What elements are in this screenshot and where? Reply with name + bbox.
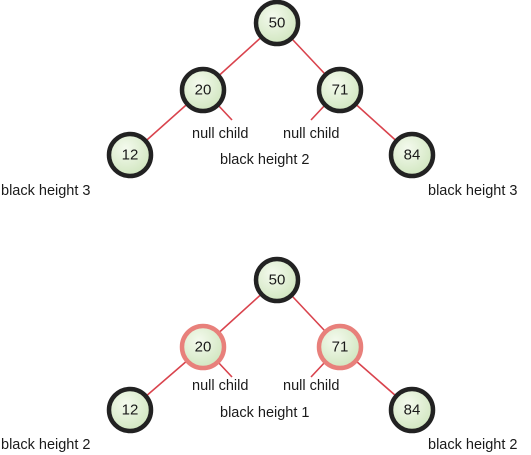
null-child-stub-left — [216, 360, 233, 378]
node-50: 50 — [253, 0, 301, 47]
bottom-tree: 50 20 71 12 84 null child null child bla… — [1, 256, 517, 453]
black-height-center-label: black height 2 — [220, 152, 309, 168]
node-label: 20 — [195, 339, 212, 356]
null-child-label-left: null child — [192, 126, 248, 142]
node-label: 50 — [269, 272, 286, 289]
node-50: 50 — [253, 256, 301, 304]
node-20: 20 — [179, 66, 227, 114]
null-child-label-right: null child — [283, 126, 339, 142]
node-20: 20 — [179, 323, 227, 371]
black-height-right-label: black height 2 — [428, 437, 517, 453]
node-label: 12 — [122, 402, 139, 419]
null-child-stub-left — [216, 103, 233, 121]
black-height-right-label: black height 3 — [428, 183, 517, 199]
top-tree: 50 20 71 12 84 null child null child bla… — [1, 0, 517, 199]
node-84: 84 — [388, 386, 436, 434]
node-84: 84 — [388, 131, 436, 179]
node-label: 50 — [269, 15, 286, 32]
node-label: 71 — [332, 82, 349, 99]
node-12: 12 — [106, 131, 154, 179]
black-height-left-label: black height 2 — [1, 437, 90, 453]
node-label: 84 — [404, 147, 421, 164]
node-label: 71 — [332, 339, 349, 356]
black-height-left-label: black height 3 — [1, 183, 90, 199]
null-child-label-right: null child — [283, 378, 339, 394]
null-child-label-left: null child — [192, 378, 248, 394]
black-height-center-label: black height 1 — [220, 405, 309, 421]
node-71: 71 — [316, 66, 364, 114]
null-child-stub-right — [310, 360, 327, 378]
node-label: 84 — [404, 402, 421, 419]
node-71: 71 — [316, 323, 364, 371]
node-label: 20 — [195, 82, 212, 99]
node-12: 12 — [106, 386, 154, 434]
null-child-stub-right — [310, 103, 327, 121]
node-label: 12 — [122, 147, 139, 164]
